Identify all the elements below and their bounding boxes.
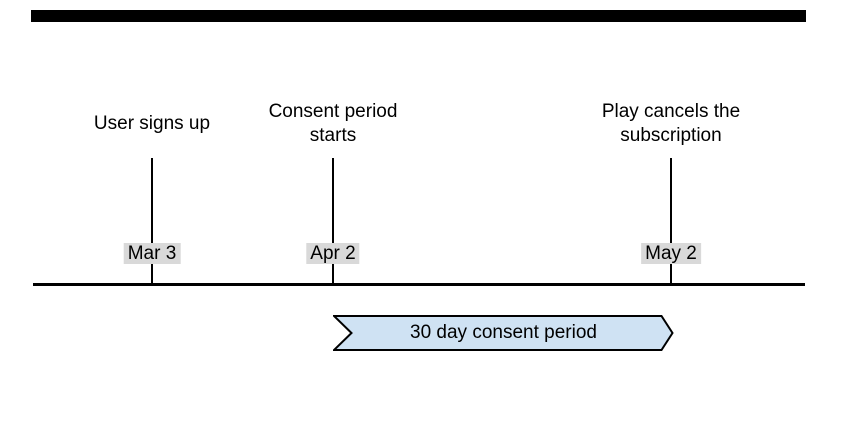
banner-label: 30 day consent period xyxy=(410,322,597,343)
event-date-chip: Apr 2 xyxy=(306,243,360,264)
event-tick-line xyxy=(332,158,334,284)
event-label-consent-period-starts: Consent period starts xyxy=(268,101,398,146)
event-date-chip: May 2 xyxy=(641,243,701,264)
top-rule xyxy=(31,10,806,22)
event-tick-line xyxy=(151,158,153,284)
timeline-axis xyxy=(33,283,805,286)
event-label-user-signs-up: User signs up xyxy=(93,113,211,134)
event-date-chip: Mar 3 xyxy=(123,243,181,264)
consent-period-banner: 30 day consent period xyxy=(333,315,674,351)
chevron-banner-shape xyxy=(333,315,674,351)
event-tick-line xyxy=(670,158,672,284)
event-label-play-cancels-subscription: Play cancels the subscription xyxy=(601,101,741,146)
